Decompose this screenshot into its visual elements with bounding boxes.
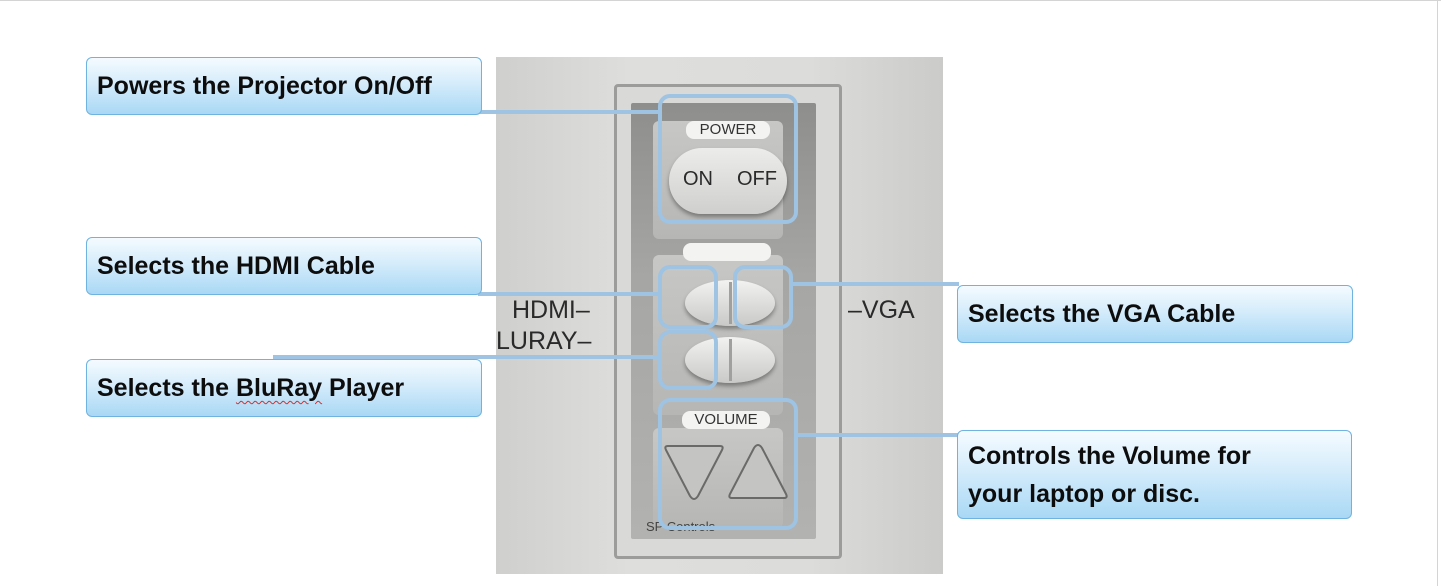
volume-leader-line xyxy=(796,433,958,437)
bluray-callout-suffix: Player xyxy=(322,374,405,402)
bluray-callout: Selects the BluRay Player xyxy=(86,359,482,417)
off-label: OFF xyxy=(737,168,777,190)
hdmi-vga-selector-button[interactable] xyxy=(685,280,775,326)
volume-callout-line1: Controls the Volume for xyxy=(968,441,1251,470)
hdmi-wall-label: HDMI– xyxy=(512,296,590,324)
source-indicator-strip xyxy=(683,243,771,261)
volume-callout-line2: your laptop or disc. xyxy=(968,479,1200,508)
bluray-callout-word: BluRay xyxy=(235,374,323,402)
power-label: POWER xyxy=(686,121,770,139)
frame-right-border xyxy=(1437,0,1438,586)
selector-divider xyxy=(729,339,732,381)
power-callout-text: Powers the Projector On/Off xyxy=(97,72,432,100)
on-label: ON xyxy=(683,168,713,190)
bluray-callout-prefix: Selects the xyxy=(97,374,236,402)
hdmi-highlight-ring xyxy=(658,265,718,329)
hdmi-callout: Selects the HDMI Cable xyxy=(86,237,482,295)
vga-leader-line xyxy=(791,282,959,286)
volume-highlight-ring xyxy=(658,398,798,530)
vga-callout-text: Selects the VGA Cable xyxy=(968,300,1236,328)
vga-highlight-ring xyxy=(733,265,793,329)
volume-up-icon[interactable] xyxy=(726,440,790,504)
volume-down-icon[interactable] xyxy=(662,440,726,504)
frame-top-border xyxy=(0,0,1441,1)
power-leader-line xyxy=(478,110,660,114)
selector-divider xyxy=(729,282,732,324)
bluray-wall-label: LURAY– xyxy=(496,327,592,355)
volume-callout: Controls the Volume for your laptop or d… xyxy=(957,430,1352,519)
bluray-selector-button[interactable] xyxy=(685,337,775,383)
bluray-highlight-ring xyxy=(658,330,718,390)
hdmi-callout-text: Selects the HDMI Cable xyxy=(97,252,375,280)
bluray-leader-line xyxy=(273,355,660,359)
power-callout: Powers the Projector On/Off xyxy=(86,57,482,115)
power-rocker-button[interactable]: ON OFF xyxy=(669,148,787,214)
power-highlight-ring xyxy=(658,94,798,224)
volume-label: VOLUME xyxy=(682,411,770,429)
vga-callout: Selects the VGA Cable xyxy=(957,285,1353,343)
vga-wall-label: –VGA xyxy=(848,296,915,324)
hdmi-leader-line xyxy=(478,292,660,296)
